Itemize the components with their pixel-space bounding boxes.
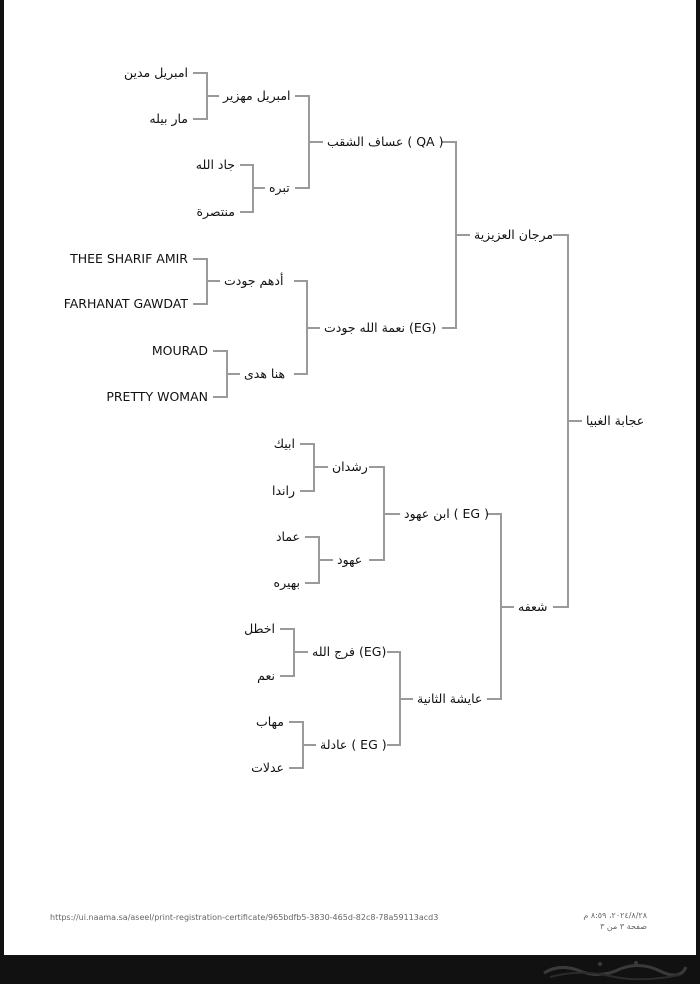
connector-ssd <box>240 164 254 213</box>
g3-sss-name: امبريل مهزير <box>223 88 291 103</box>
connector-ddd <box>289 721 304 769</box>
connector-dam <box>487 513 502 700</box>
watermark-logo-icon <box>543 961 688 981</box>
connector-dam-sire <box>369 466 385 561</box>
g4-ssss-name: امبريل مدين <box>123 65 188 80</box>
g3-ssd-name: تبره <box>269 180 290 195</box>
g4-ssdd-name: منتصرة <box>196 204 235 219</box>
g4-dsds-name: عماد <box>275 529 300 544</box>
connector-sdd <box>213 350 228 398</box>
g4-sdds-name: MOURAD <box>151 343 208 358</box>
footer-page-number: صفحة ٣ من ٣ <box>600 922 647 931</box>
connector-dss <box>300 443 315 492</box>
g4-dssd-name: راندا <box>271 483 295 498</box>
g4-ddss-name: اخطل <box>244 621 275 636</box>
connector-sire <box>442 141 457 329</box>
watermark-strip <box>0 955 700 984</box>
g3-sds-name: أدهم جودت <box>224 273 284 288</box>
subject-name: عجابة الغبيا <box>586 413 645 428</box>
footer-datetime: ٢٠٢٤/٨/٢٨، ٨:٥٩ م <box>583 911 647 920</box>
g4-sssd-name: مار بيله <box>149 111 188 126</box>
connector-dds <box>280 628 295 677</box>
g4-dddd-name: عدلات <box>251 760 284 775</box>
connector-sds <box>193 258 208 305</box>
connector-sire-dam <box>294 280 308 375</box>
g4-sdsd-name: FARHANAT GAWDAT <box>63 296 188 311</box>
connector-dsd <box>305 536 320 584</box>
g4-ddds-name: مهاب <box>255 714 284 729</box>
g3-sdd-name: هنا هدى <box>244 366 286 381</box>
g3-ddd-name: عادلة ( EG ) <box>320 737 387 752</box>
g4-dsdd-name: بهيره <box>273 575 300 590</box>
footer-url: https://ui.naama.sa/aseel/print-registra… <box>50 913 439 922</box>
connector-sss <box>193 72 208 120</box>
g4-ddsd-name: نعم <box>257 668 275 683</box>
g4-sdss-name: THEE SHARIF AMIR <box>70 251 188 266</box>
certificate-page <box>4 0 696 955</box>
connector-subject <box>553 234 569 608</box>
g3-dsd-name: عهود <box>337 552 363 567</box>
dam-dam-name: عايشة الثانية <box>417 691 483 706</box>
g4-dsss-name: ابيك <box>273 436 295 451</box>
connector-dam-dam <box>387 651 401 746</box>
sire-sire-name: عساف الشقب ( QA ) <box>327 134 444 149</box>
g3-dss-name: رشدان <box>332 459 368 474</box>
sire-dam-name: نعمة الله جودت (EG) <box>324 320 437 335</box>
sire-name: مرجان العزيزية <box>474 227 554 242</box>
connector-sire-sire <box>295 95 310 189</box>
g4-sddd-name: PRETTY WOMAN <box>106 389 208 404</box>
g4-ssds-name: جاد الله <box>195 157 235 172</box>
dam-sire-name: ابن عهود ( EG ) <box>404 506 489 521</box>
dam-name: شعفه <box>518 599 548 614</box>
g3-dds-name: فرج الله (EG) <box>312 644 387 659</box>
